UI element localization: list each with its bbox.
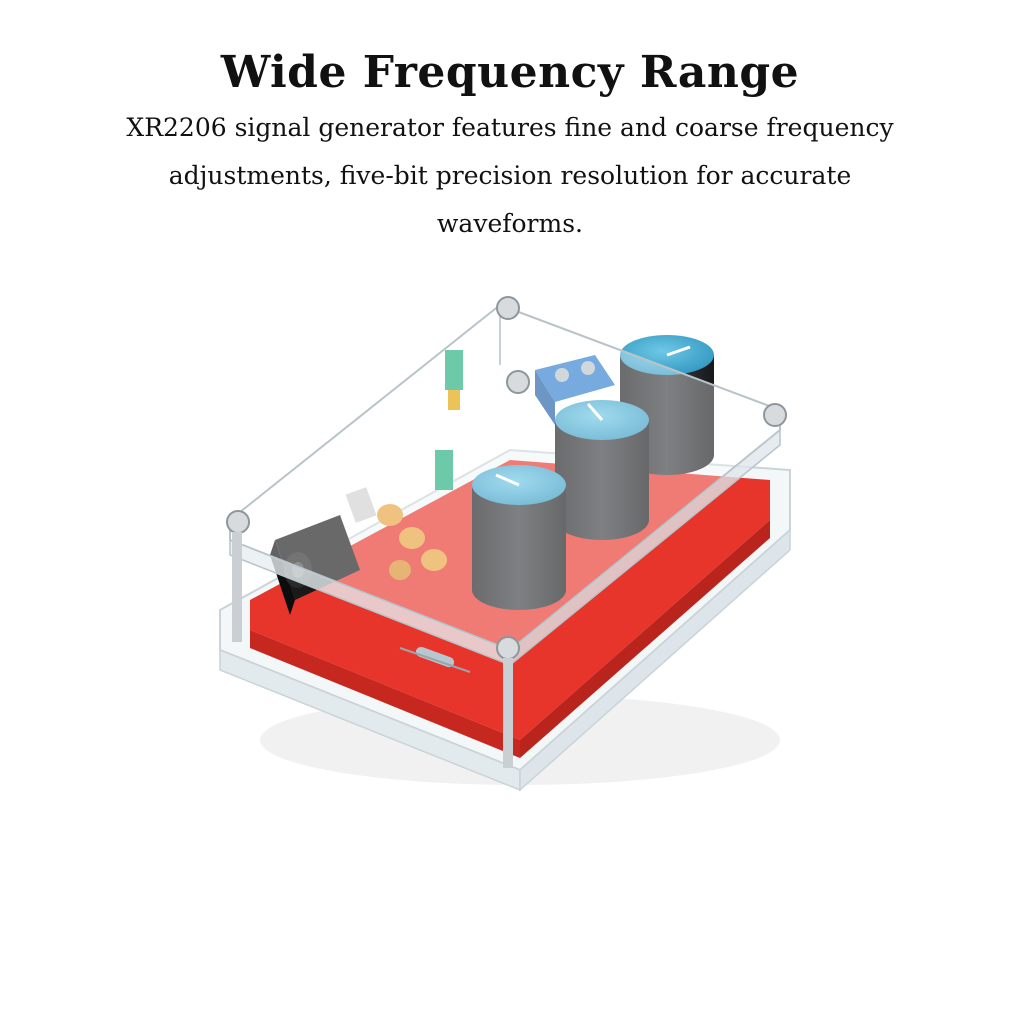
knob-amplitude [472,465,566,610]
case-screws [226,296,787,768]
product-image: ~1MHz [190,270,830,830]
knob-fine [555,400,649,540]
resistor [399,646,471,673]
page-title: Wide Frequency Range [220,47,800,98]
capacitors [377,504,447,580]
feature-description: XR2206 signal generator features fine an… [126,113,894,238]
jumper-headers [435,350,463,490]
terminal-block [535,355,615,425]
signal-generator-kit-photo: ~1MHz [219,296,791,792]
